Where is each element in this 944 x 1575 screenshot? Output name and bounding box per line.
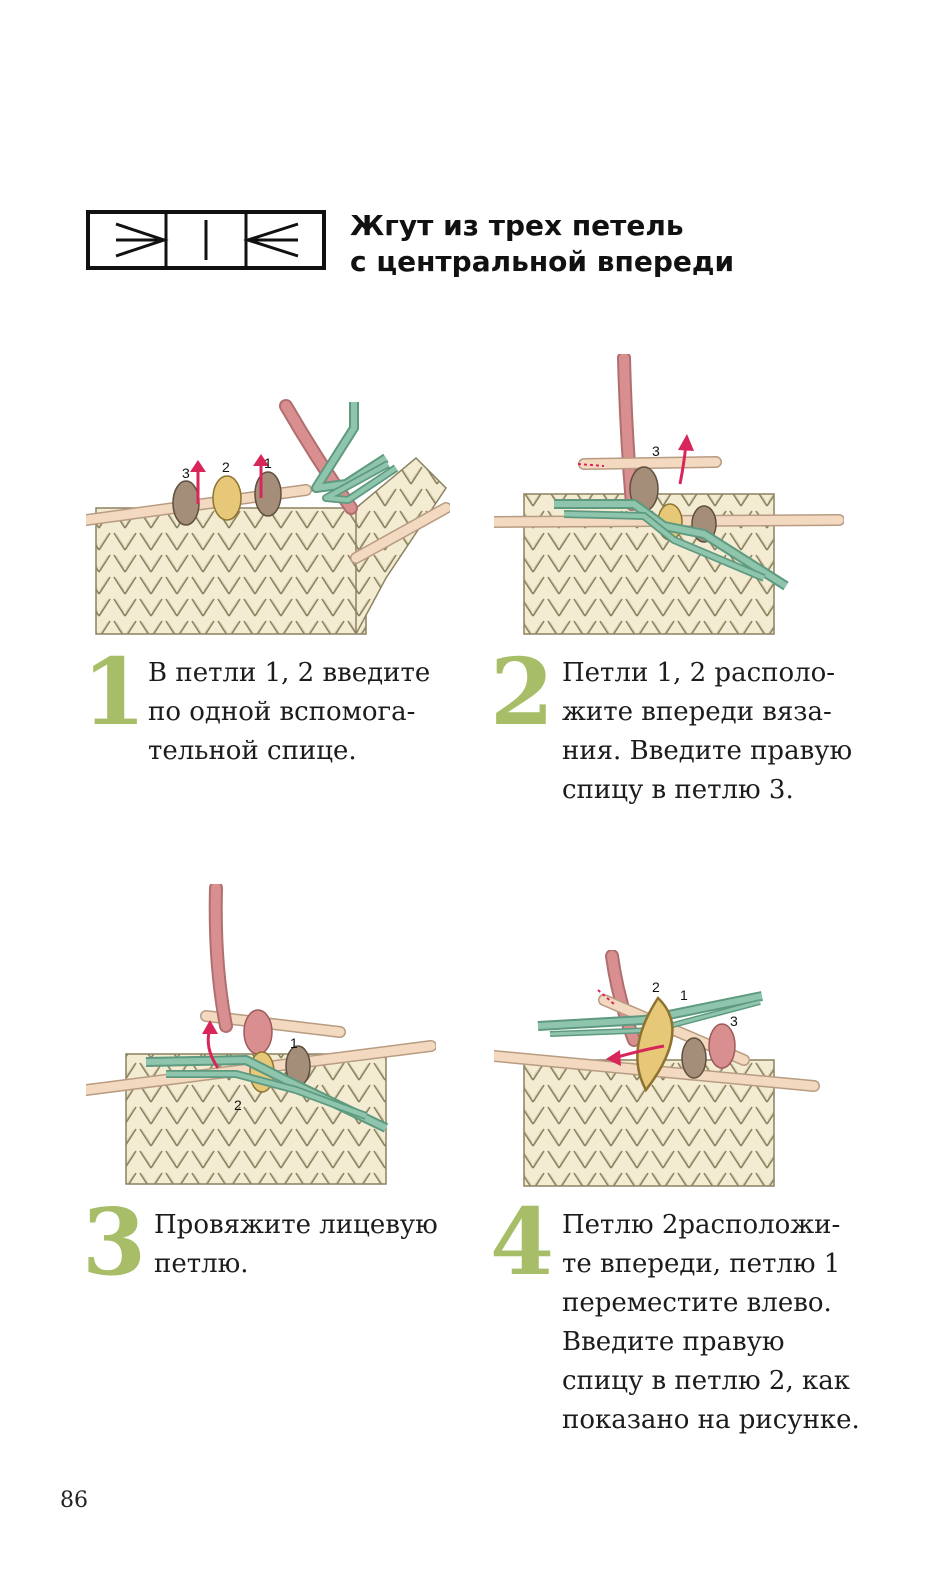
- label-loop-1: 1: [264, 455, 272, 471]
- step-line: В петли 1, 2 введите: [148, 658, 431, 688]
- step-line: ния. Введите правую: [562, 736, 853, 766]
- label-loop-1: 1: [680, 987, 688, 1003]
- step-number: 2: [490, 638, 555, 746]
- step-3-text: Провяжите лицевую петлю.: [154, 1206, 438, 1284]
- loop-1: [254, 471, 282, 517]
- step-number: 3: [82, 1188, 147, 1296]
- loop-1: [681, 1037, 707, 1079]
- label-loop-2: 2: [222, 459, 230, 475]
- step-line: переместите влево.: [562, 1288, 832, 1318]
- label-loop-2: 2: [652, 979, 660, 995]
- loop-3: [172, 480, 200, 526]
- step-line: спицу в петлю 3.: [562, 775, 794, 805]
- step-line: Петлю 2расположи-: [562, 1210, 841, 1240]
- step-line: те впереди, петлю 1: [562, 1249, 841, 1279]
- label-loop-3: 3: [652, 443, 660, 459]
- loop-2: [212, 475, 242, 521]
- label-loop-1: 1: [290, 1035, 298, 1051]
- step-1-text: В петли 1, 2 введите по одной вспомога- …: [148, 654, 430, 771]
- title-line-2: с центральной впереди: [350, 245, 735, 278]
- page-title: Жгут из трех петель с центральной вперед…: [350, 208, 870, 280]
- page-number: 86: [60, 1488, 88, 1513]
- step-4-text: Петлю 2расположи- те впереди, петлю 1 пе…: [562, 1206, 860, 1440]
- step-4-illustration: 2 1 3: [494, 950, 820, 1187]
- step-line: показано на рисунке.: [562, 1405, 860, 1435]
- step-1-illustration: 3 2 1: [86, 399, 450, 635]
- label-loop-3: 3: [182, 465, 190, 481]
- label-loop-2: 2: [234, 1097, 242, 1113]
- step-line: по одной вспомога-: [148, 697, 416, 727]
- step-line: жите впереди вяза-: [562, 697, 832, 727]
- step-line: спицу в петлю 2, как: [562, 1366, 850, 1396]
- label-loop-3: 3: [730, 1013, 738, 1029]
- step-3-illustration: 1 2: [86, 884, 436, 1185]
- step-2-illustration: 3: [494, 354, 844, 635]
- step-line: Введите правую: [562, 1327, 785, 1357]
- title-line-1: Жгут из трех петель: [350, 209, 684, 242]
- step-line: петлю.: [154, 1249, 249, 1279]
- step-line: тельной спице.: [148, 736, 357, 766]
- step-line: Провяжите лицевую: [154, 1210, 438, 1240]
- loop-3: [708, 1023, 736, 1069]
- step-number: 4: [490, 1188, 555, 1296]
- step-number: 1: [82, 638, 147, 746]
- knitted-fabric: [95, 507, 367, 635]
- loop-2: [636, 996, 674, 1093]
- step-2-text: Петли 1, 2 располо- жите впереди вяза- н…: [562, 654, 852, 810]
- step-line: Петли 1, 2 располо-: [562, 658, 836, 688]
- cable-chart-symbol: [86, 210, 326, 270]
